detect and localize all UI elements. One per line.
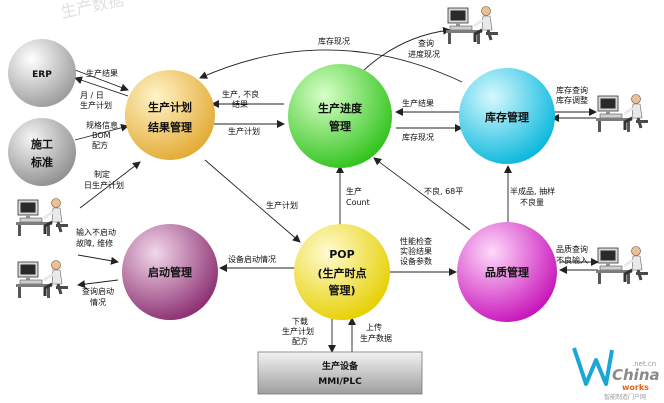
label-daily-2: 日生产计划 xyxy=(84,180,124,190)
label-startup-input-1: 输入不启动 xyxy=(76,227,116,237)
brand-watermark: .net.cn China works 智能制造门户网 xyxy=(572,347,660,401)
label-std-2: BOM xyxy=(92,131,111,140)
computer-operator-icon xyxy=(594,245,650,286)
label-download-1: 下载 xyxy=(292,316,308,326)
node-inventory[interactable]: 库存管理 xyxy=(459,68,555,164)
node-plan-label-2: 结果管理 xyxy=(147,120,192,134)
label-perf-1: 性能检查 xyxy=(400,236,432,246)
label-upload-1: 上传 xyxy=(366,322,382,332)
node-pop[interactable]: POP (生产时点 管理) xyxy=(294,224,390,320)
label-erp-plan-2: 生产计划 xyxy=(80,100,112,110)
label-query-1: 查询 xyxy=(418,38,434,48)
computer-operator-icon xyxy=(14,197,70,238)
label-inv-query-2: 库存调整 xyxy=(556,95,588,105)
computer-operator-icon xyxy=(444,5,500,46)
node-production-progress[interactable]: 生产进度 管理 xyxy=(288,64,392,168)
node-erp-label: ERP xyxy=(32,70,52,80)
label-upload-2: 生产数据 xyxy=(360,333,392,343)
label-semi-2: 不良量 xyxy=(520,197,544,207)
node-standard-label-1: 施工 xyxy=(31,137,53,151)
node-production-plan[interactable]: 生产计划 结果管理 xyxy=(125,70,215,160)
label-plan-to-progress: 生产计划 xyxy=(228,126,260,136)
node-standard[interactable]: 施工 标准 xyxy=(8,118,76,186)
label-defect-rate: 不良, 68平 xyxy=(424,186,463,196)
node-plan-label-1: 生产计划 xyxy=(148,100,192,114)
node-startup-label: 启动管理 xyxy=(148,265,192,279)
label-inv-query-1: 库存查询 xyxy=(556,85,588,95)
label-erp-plan-1: 月 / 日 xyxy=(80,91,104,100)
node-erp[interactable]: ERP xyxy=(8,39,76,107)
label-std-1: 规格信息 xyxy=(86,120,118,130)
node-pop-label-2: (生产时点 xyxy=(317,266,366,280)
node-quality-label: 品质管理 xyxy=(485,265,529,279)
edge-labels: 生产结果 月 / 日 生产计划 规格信息 BOM 配方 制定 日生产计划 生产,… xyxy=(76,36,588,346)
label-count-2: Count xyxy=(346,198,370,207)
label-quality-query-2: 不良输入 xyxy=(556,255,588,265)
node-startup[interactable]: 启动管理 xyxy=(122,224,218,320)
brand-works: works xyxy=(622,383,649,392)
label-perf-2: 实验结果 xyxy=(400,246,432,256)
node-pop-label-1: POP xyxy=(329,248,354,261)
label-quality-query-1: 品质查询 xyxy=(556,244,588,254)
brand-china: China xyxy=(612,366,660,384)
node-device-label-2: MMI/PLC xyxy=(318,377,362,387)
label-inv-status-mid: 库存现况 xyxy=(402,132,434,142)
label-perf-3: 设备参数 xyxy=(400,256,432,266)
node-quality[interactable]: 品质管理 xyxy=(457,222,557,322)
brand-sub: 智能制造门户网 xyxy=(604,393,646,401)
label-startup-status: 设备启动情况 xyxy=(228,254,276,264)
label-plan-to-pop: 生产计划 xyxy=(266,200,298,210)
label-download-2: 生产计划 xyxy=(282,326,314,336)
watermark-text: 生产数据 xyxy=(59,0,126,22)
label-semi-1: 半成品, 抽样 xyxy=(510,186,555,196)
node-device[interactable]: 生产设备 MMI/PLC xyxy=(257,351,423,395)
label-startup-query-1: 查询启动 xyxy=(82,286,114,296)
label-progress-to-plan-2: 结果 xyxy=(232,99,248,109)
label-count-1: 生产 xyxy=(346,186,362,196)
node-device-label-1: 生产设备 xyxy=(322,360,359,372)
node-standard-label-2: 标准 xyxy=(30,155,53,169)
node-progress-label-2: 管理 xyxy=(329,119,351,133)
label-query-2: 进度现况 xyxy=(408,49,440,59)
node-progress-label-1: 生产进度 xyxy=(318,101,363,115)
label-erp-result: 生产结果 xyxy=(86,68,118,78)
label-std-3: 配方 xyxy=(92,140,108,150)
brand-net: .net.cn xyxy=(632,360,656,368)
label-progress-result: 生产结果 xyxy=(402,98,434,108)
label-progress-to-plan-1: 生产, 不良 xyxy=(222,89,259,99)
computer-operator-icon xyxy=(14,259,70,300)
label-startup-query-2: 情况 xyxy=(90,297,106,307)
label-inv-status-top: 库存现况 xyxy=(318,36,350,46)
label-daily-1: 制定 xyxy=(94,169,110,179)
label-startup-input-2: 故障, 维修 xyxy=(76,238,113,248)
node-pop-label-3: 管理) xyxy=(328,283,355,297)
computer-operator-icon xyxy=(594,93,650,134)
label-download-3: 配方 xyxy=(292,336,308,346)
node-inventory-label: 库存管理 xyxy=(485,110,529,124)
connections xyxy=(74,26,599,353)
